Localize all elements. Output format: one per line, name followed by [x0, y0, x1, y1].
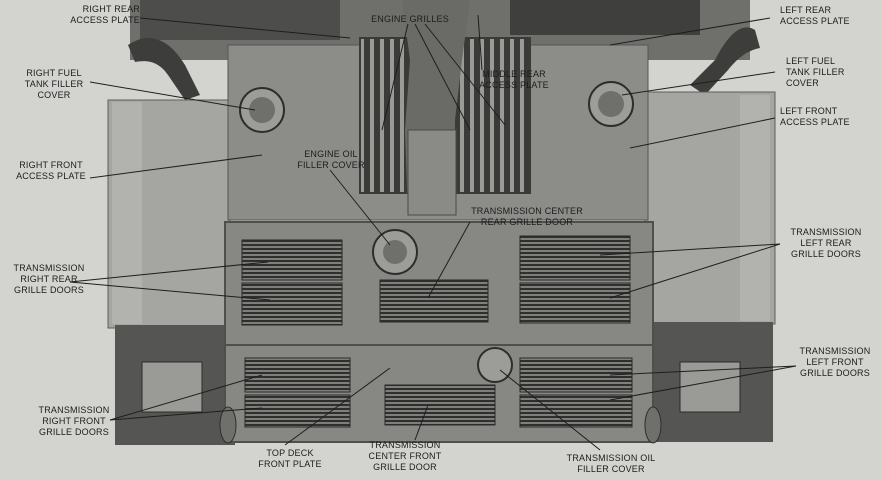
- center-front-grille-door: [384, 384, 496, 426]
- label-transmission-right-rear-grille-doors: TRANSMISSION RIGHT REAR GRILLE DOORS: [13, 263, 85, 295]
- left-rear-grille-door-lower: [519, 282, 631, 324]
- label-right-front-access-plate: RIGHT FRONT ACCESS PLATE: [16, 160, 86, 181]
- label-middle-rear-access-plate: MIDDLE REAR ACCESS PLATE: [479, 69, 549, 90]
- label-transmission-center-front-grille-door: TRANSMISSION CENTER FRONT GRILLE DOOR: [368, 440, 442, 472]
- leader-lines: [69, 14, 797, 451]
- label-left-fuel-tank-filler-cover: LEFT FUEL TANK FILLER COVER: [786, 56, 845, 88]
- right-rear-grille-door-upper: [241, 239, 343, 281]
- transmission-oil-filler-cap: [477, 347, 513, 383]
- left-rear-grille-door-upper: [519, 235, 631, 281]
- label-left-rear-access-plate: LEFT REAR ACCESS PLATE: [780, 5, 850, 26]
- label-transmission-left-front-grille-doors: TRANSMISSION LEFT FRONT GRILLE DOORS: [799, 346, 871, 378]
- label-transmission-right-front-grille-doors: TRANSMISSION RIGHT FRONT GRILLE DOORS: [38, 405, 110, 437]
- right-rear-grille-door-lower: [241, 282, 343, 326]
- label-engine-oil-filler-cover: ENGINE OIL FILLER COVER: [297, 149, 365, 170]
- left-exhaust-pipe: [690, 27, 760, 96]
- label-right-rear-access-plate: RIGHT REAR ACCESS PLATE: [70, 4, 140, 25]
- label-left-front-access-plate: LEFT FRONT ACCESS PLATE: [780, 106, 850, 127]
- label-engine-grilles: ENGINE GRILLES: [371, 14, 449, 24]
- label-transmission-left-rear-grille-doors: TRANSMISSION LEFT REAR GRILLE DOORS: [790, 227, 862, 259]
- right-front-grille-door-upper: [244, 357, 351, 393]
- label-right-fuel-tank-filler-cover: RIGHT FUEL TANK FILLER COVER: [24, 68, 84, 100]
- label-transmission-oil-filler-cover: TRANSMISSION OIL FILLER COVER: [566, 453, 656, 474]
- label-top-deck-front-plate: TOP DECK FRONT PLATE: [258, 448, 322, 469]
- right-front-grille-door-lower: [244, 394, 351, 428]
- label-transmission-center-rear-grille-door: TRANSMISSION CENTER REAR GRILLE DOOR: [471, 206, 583, 227]
- right-exhaust-pipe: [128, 37, 200, 100]
